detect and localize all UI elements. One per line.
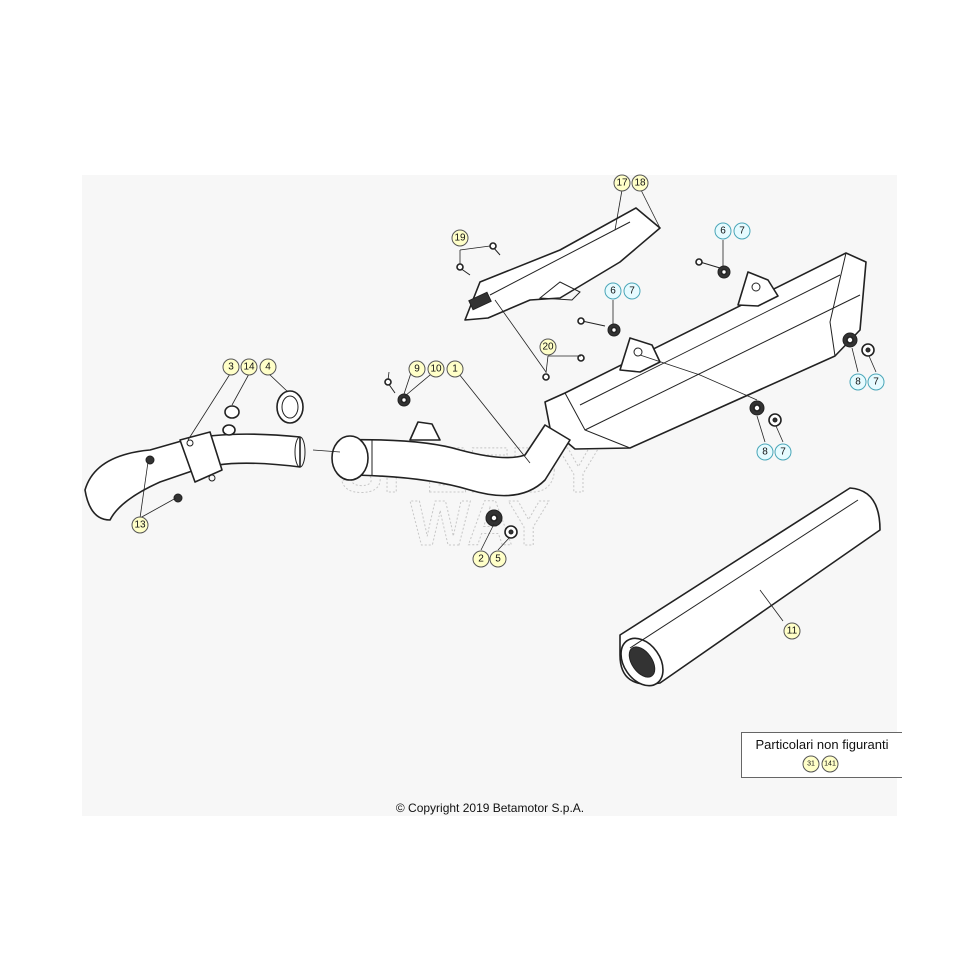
svg-text:20: 20 bbox=[542, 342, 554, 353]
callout-18[interactable]: 18 bbox=[631, 174, 649, 192]
svg-text:1: 1 bbox=[452, 364, 458, 375]
svg-text:17: 17 bbox=[616, 178, 628, 189]
svg-text:19: 19 bbox=[454, 233, 466, 244]
callout-6-top[interactable]: 6 bbox=[714, 222, 732, 240]
copyright-notice: © Copyright 2019 Betamotor S.p.A. bbox=[395, 801, 585, 815]
callout-9[interactable]: 9 bbox=[408, 360, 426, 378]
svg-text:3: 3 bbox=[228, 362, 234, 373]
callout-11[interactable]: 11 bbox=[783, 622, 801, 640]
not-shown-parts-box: Particolari non figuranti 31 141 bbox=[741, 732, 902, 778]
callout-7-top[interactable]: 7 bbox=[733, 222, 751, 240]
part-14-cap bbox=[222, 405, 240, 436]
svg-text:2: 2 bbox=[478, 554, 484, 565]
part-17-18-heat-shield bbox=[464, 207, 661, 321]
svg-text:13: 13 bbox=[134, 520, 146, 531]
header-pipe bbox=[84, 431, 306, 521]
callout-31[interactable]: 31 bbox=[802, 755, 820, 773]
callout-14[interactable]: 14 bbox=[240, 358, 258, 376]
callout-17[interactable]: 17 bbox=[613, 174, 631, 192]
svg-text:7: 7 bbox=[739, 226, 745, 237]
callout-8-right[interactable]: 8 bbox=[849, 373, 867, 391]
callout-2[interactable]: 2 bbox=[472, 550, 490, 568]
svg-text:141: 141 bbox=[824, 761, 836, 768]
fasteners bbox=[384, 242, 875, 539]
callout-141[interactable]: 141 bbox=[821, 755, 839, 773]
callout-7-low[interactable]: 7 bbox=[774, 443, 792, 461]
not-shown-parts-title: Particolari non figuranti bbox=[755, 737, 889, 752]
part-4-gasket bbox=[276, 390, 304, 424]
svg-text:7: 7 bbox=[780, 447, 786, 458]
svg-text:4: 4 bbox=[265, 362, 271, 373]
callout-3[interactable]: 3 bbox=[222, 358, 240, 376]
svg-text:31: 31 bbox=[807, 761, 815, 768]
svg-text:8: 8 bbox=[855, 377, 861, 388]
svg-text:6: 6 bbox=[720, 226, 726, 237]
svg-text:9: 9 bbox=[414, 364, 420, 375]
svg-text:8: 8 bbox=[762, 447, 768, 458]
callout-7-right[interactable]: 7 bbox=[867, 373, 885, 391]
part-1-link-pipe bbox=[331, 421, 571, 497]
callout-20[interactable]: 20 bbox=[539, 338, 557, 356]
callout-7-mid[interactable]: 7 bbox=[623, 282, 641, 300]
svg-text:14: 14 bbox=[243, 362, 255, 373]
svg-text:6: 6 bbox=[610, 286, 616, 297]
svg-text:10: 10 bbox=[430, 364, 442, 375]
svg-text:5: 5 bbox=[495, 554, 501, 565]
not-shown-parts-callouts: 31 141 bbox=[802, 755, 839, 773]
callout-4[interactable]: 4 bbox=[259, 358, 277, 376]
callout-10[interactable]: 10 bbox=[427, 360, 445, 378]
callout-6-mid[interactable]: 6 bbox=[604, 282, 622, 300]
callout-5[interactable]: 5 bbox=[489, 550, 507, 568]
svg-text:7: 7 bbox=[873, 377, 879, 388]
part-11-silencer-sleeve bbox=[619, 487, 881, 687]
callout-19[interactable]: 19 bbox=[451, 229, 469, 247]
svg-text:11: 11 bbox=[787, 626, 798, 637]
callout-8-low[interactable]: 8 bbox=[756, 443, 774, 461]
watermark-line-2: WAY bbox=[410, 487, 550, 559]
callout-13[interactable]: 13 bbox=[131, 516, 149, 534]
callout-1[interactable]: 1 bbox=[446, 360, 464, 378]
svg-text:18: 18 bbox=[634, 178, 646, 189]
part-1-silencer bbox=[544, 252, 867, 450]
svg-text:7: 7 bbox=[629, 286, 635, 297]
